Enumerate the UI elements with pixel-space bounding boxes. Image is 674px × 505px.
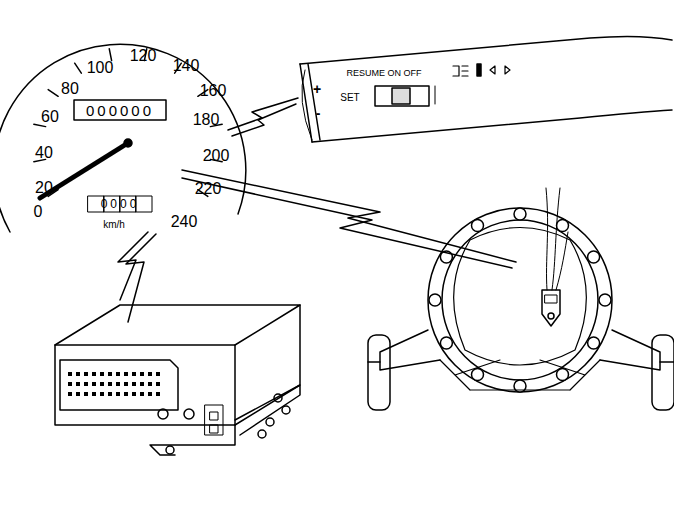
odometer: 000000: [86, 103, 154, 118]
signal-bolts: [118, 98, 516, 322]
scale-number: 20: [35, 180, 53, 196]
scale-number: 180: [193, 112, 220, 128]
scale-number: 160: [200, 83, 227, 99]
scale-number: 240: [171, 214, 198, 230]
differential: [368, 188, 674, 410]
switch-label: SET: [340, 93, 359, 103]
scale-number: 80: [61, 81, 79, 97]
trip-meter: 0000: [101, 198, 140, 210]
scale-number: 100: [87, 60, 114, 76]
scale-number: 60: [41, 109, 59, 125]
scale-number: 0: [34, 204, 43, 220]
scale-number: 120: [130, 48, 157, 64]
control-module: [55, 305, 300, 455]
cruise-stalk: [300, 36, 672, 142]
switch-sign: +: [313, 82, 321, 96]
switch-label: RESUME ON OFF: [346, 69, 421, 78]
speedometer: [0, 44, 246, 232]
scale-number: 220: [195, 181, 222, 197]
scale-number: 40: [35, 145, 53, 161]
switch-sign: -: [316, 106, 321, 120]
scale-number: 140: [173, 58, 200, 74]
unit-label: km/h: [103, 220, 125, 230]
scale-number: 200: [203, 148, 230, 164]
